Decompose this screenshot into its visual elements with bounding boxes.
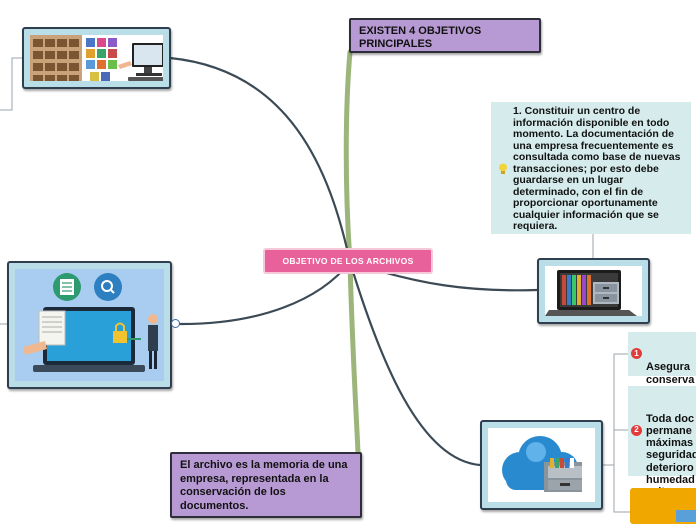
topic-archive-memory-label: El archivo es la memoria de una empresa,… [180, 459, 348, 512]
number-badge-2: 2 [631, 425, 642, 436]
objective-1-note[interactable]: 1. Constituir un centro de información d… [491, 102, 691, 234]
laptop-files-illustration [545, 266, 642, 316]
objective-1-text: 1. Constituir un centro de información d… [513, 105, 681, 232]
subtopic-3-image-partial[interactable] [630, 488, 696, 524]
laptop-security-illustration [15, 269, 164, 381]
collapse-circle-icon[interactable] [171, 319, 180, 328]
central-topic[interactable]: OBJETIVO DE LOS ARCHIVOS [263, 248, 433, 274]
cloud-archive-illustration [488, 428, 595, 502]
image-node-cloud-archive[interactable] [480, 420, 603, 510]
files-computer-illustration [30, 35, 163, 81]
image-node-laptop-files[interactable] [537, 258, 650, 324]
subtopic-2-text: Toda doc permane máximas seguridad deter… [646, 412, 696, 499]
image-node-files-computer[interactable] [22, 27, 171, 89]
lightbulb-icon [498, 163, 508, 175]
topic-four-objectives[interactable]: EXISTEN 4 OBJETIVOS PRINCIPALES [349, 18, 541, 53]
number-badge-1: 1 [631, 348, 642, 359]
subtopic-1[interactable]: 1 Asegura conserva docume [628, 332, 696, 399]
image-node-laptop-security[interactable] [7, 261, 172, 389]
central-topic-label: OBJETIVO DE LOS ARCHIVOS [282, 256, 414, 266]
subtopic-3-thumbnail [676, 510, 696, 522]
topic-four-objectives-label: EXISTEN 4 OBJETIVOS PRINCIPALES [359, 25, 482, 50]
topic-archive-memory[interactable]: El archivo es la memoria de una empresa,… [170, 452, 362, 518]
subtopic-2[interactable]: 2 Toda doc permane máximas seguridad det… [628, 386, 696, 498]
